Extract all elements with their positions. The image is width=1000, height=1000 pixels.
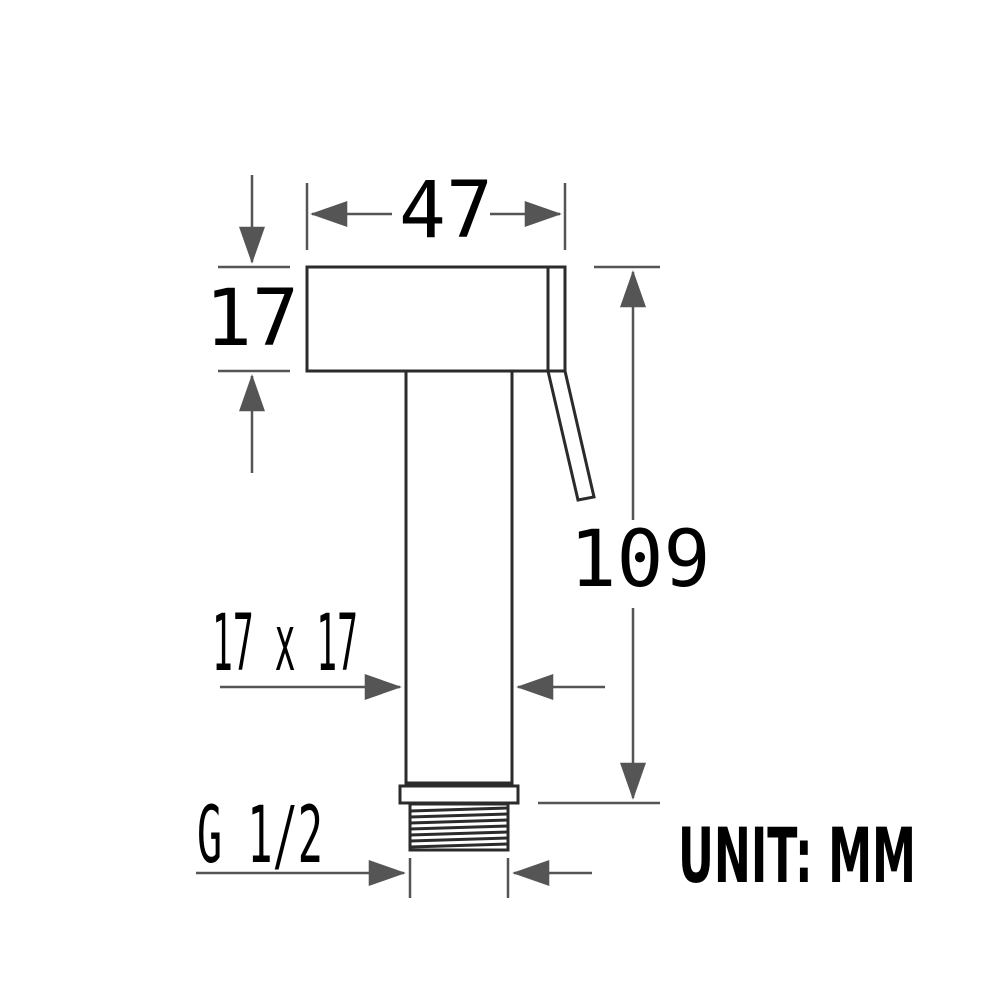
stem-section-label: 17 x 17 <box>212 599 358 689</box>
unit-label: UNIT: MM <box>678 811 916 900</box>
dimension-thread <box>196 858 592 898</box>
thread-section <box>408 802 510 852</box>
dimension-total-height <box>538 265 660 805</box>
sprayer-stem <box>404 369 514 785</box>
total-height-label: 109 <box>570 515 711 605</box>
sprayer-head <box>305 265 567 373</box>
dimension-head-height <box>218 175 290 473</box>
width-label: 47 <box>399 166 493 256</box>
sprayer-lever <box>546 369 596 502</box>
thread-label: G 1/2 <box>197 791 323 881</box>
head-height-label: 17 <box>205 274 299 364</box>
dimension-width <box>305 183 567 250</box>
sprayer-outline <box>305 265 596 805</box>
sprayer-collar <box>398 784 520 805</box>
